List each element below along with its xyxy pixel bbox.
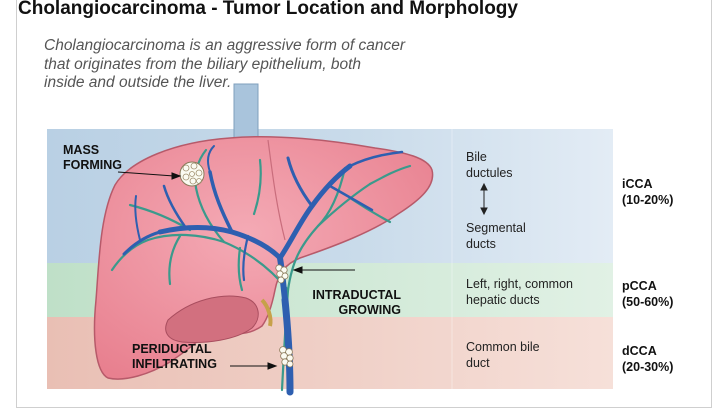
location-dcca: Common bile duct [466, 340, 540, 370]
code-dcca: dCCA (20-30%) [622, 344, 674, 374]
mass-forming-tumor [179, 161, 205, 187]
periductal-tumor [279, 346, 294, 368]
double-arrow-icon [480, 182, 488, 216]
vena-cava [233, 83, 259, 145]
label-periductal-infiltrating: PERIDUCTAL INFILTRATING [132, 342, 217, 371]
location-icca-bottom: Segmental ducts [466, 221, 526, 251]
subtitle: Cholangiocarcinoma is an aggressive form… [44, 37, 444, 93]
subtitle-line: that originates from the biliary epithel… [44, 55, 362, 73]
gallbladder [165, 295, 259, 343]
page-title: Cholangiocarcinoma - Tumor Location and … [18, 0, 518, 19]
pointer-arrows [117, 171, 355, 370]
subtitle-line: inside and outside the liver. [44, 74, 232, 91]
label-intraductal-growing: INTRADUCTAL GROWING [312, 288, 401, 317]
location-icca-top: Bile ductules [466, 150, 513, 180]
figure-frame [16, 0, 712, 408]
label-mass-forming: MASS FORMING [63, 143, 123, 172]
bile-ducts [122, 145, 404, 396]
code-pcca: pCCA (50-60%) [622, 279, 674, 309]
intraductal-tumor [275, 264, 289, 284]
subtitle-line: Cholangiocarcinoma is an aggressive form… [44, 37, 405, 54]
code-icca: iCCA (10-20%) [622, 177, 674, 207]
location-pcca: Left, right, common hepatic ducts [466, 277, 573, 307]
